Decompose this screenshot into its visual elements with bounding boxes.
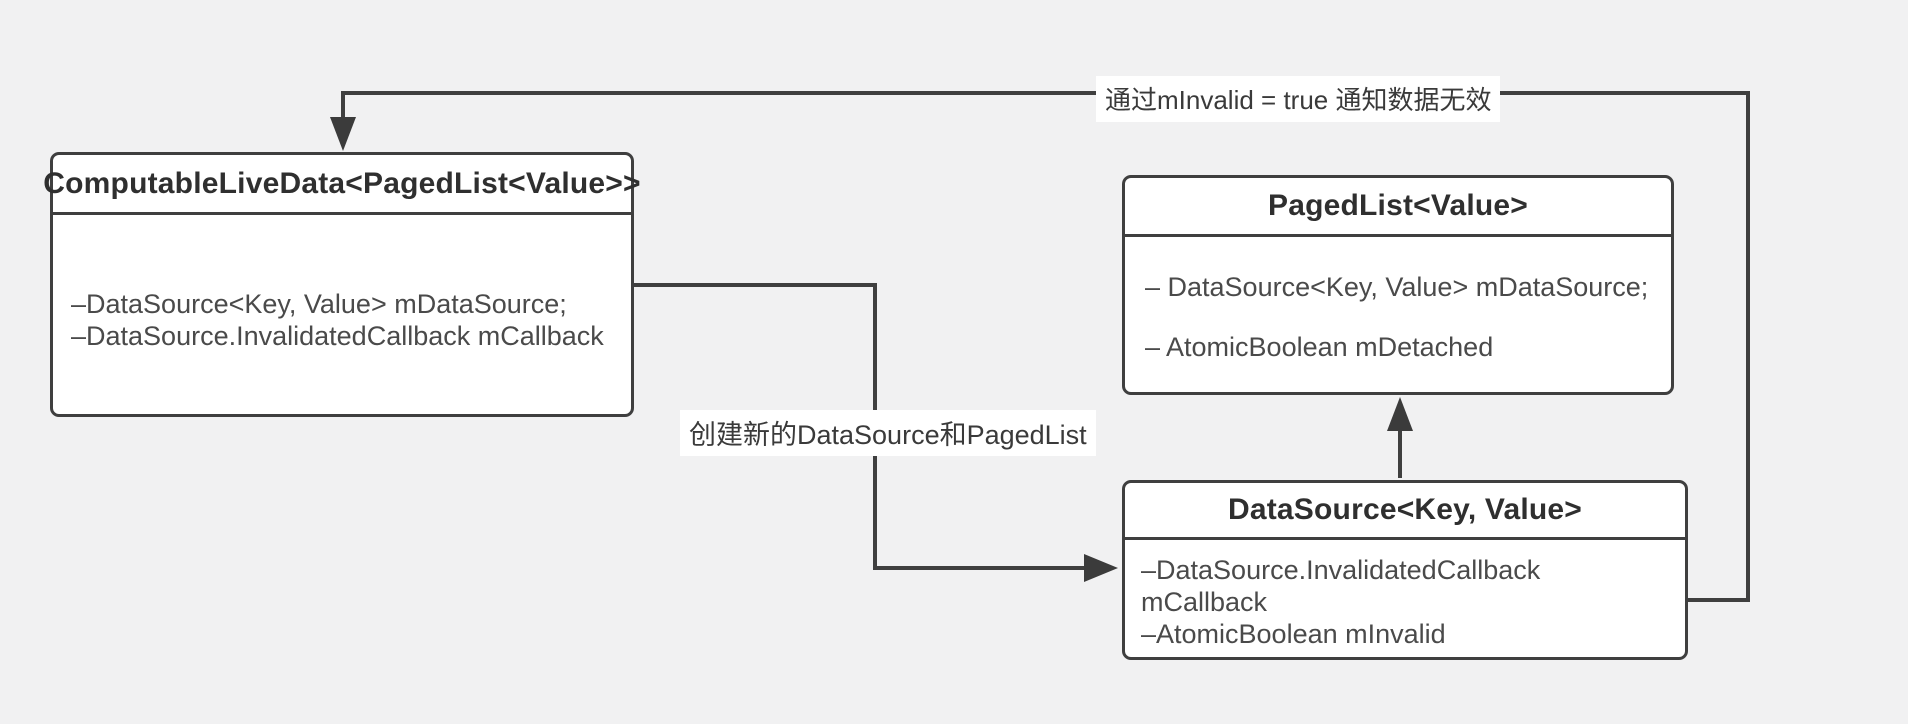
class-field-minvalid: –AtomicBoolean mInvalid <box>1141 619 1446 649</box>
class-box-pagedlist: PagedList<Value> – DataSource<Key, Value… <box>1122 175 1674 395</box>
class-field-mcallback: –DataSource.InvalidatedCallback mCallbac… <box>71 321 604 351</box>
class-title-pagedlist: PagedList<Value> <box>1125 178 1671 237</box>
class-field-mdatasource: –DataSource<Key, Value> mDataSource; <box>71 289 567 319</box>
class-field-mdetached: – AtomicBoolean mDetached <box>1145 332 1494 362</box>
down-arrowhead-icon <box>330 117 356 151</box>
class-box-datasource: DataSource<Key, Value> –DataSource.Inval… <box>1122 480 1688 660</box>
class-title-computable-livedata: ComputableLiveData<PagedList<Value>> <box>43 155 641 215</box>
class-field-mcallback: –DataSource.InvalidatedCallback mCallbac… <box>1141 555 1548 617</box>
class-title-datasource: DataSource<Key, Value> <box>1125 483 1685 540</box>
class-body-datasource: –DataSource.InvalidatedCallback mCallbac… <box>1125 540 1685 650</box>
class-field-mdatasource: – DataSource<Key, Value> mDataSource; <box>1145 272 1649 302</box>
class-body-pagedlist: – DataSource<Key, Value> mDataSource; – … <box>1125 237 1671 363</box>
right-arrowhead-icon <box>1084 554 1118 582</box>
class-box-computable-livedata: ComputableLiveData<PagedList<Value>> –Da… <box>43 152 641 417</box>
edge-label-invalidate-notify: 通过mInvalid = true 通知数据无效 <box>1096 76 1501 122</box>
edge-label-create-new: 创建新的DataSource和PagedList <box>680 410 1096 456</box>
class-body-computable-livedata: –DataSource<Key, Value> mDataSource; –Da… <box>53 215 631 352</box>
up-arrowhead-icon <box>1387 397 1413 431</box>
